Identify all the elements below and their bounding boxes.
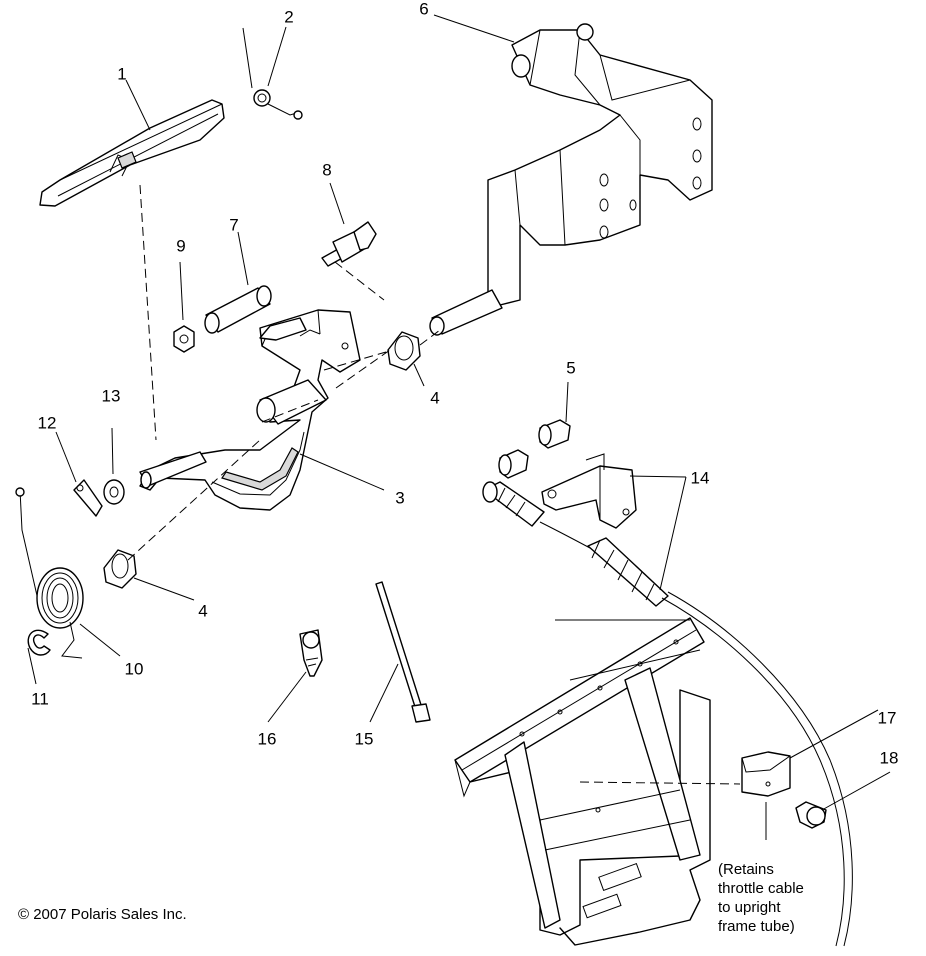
part-17-cable-clip <box>741 751 791 797</box>
note-line-4: frame tube) <box>718 918 795 935</box>
part-7-bushing-tube <box>204 285 272 334</box>
callout-11: 11 <box>31 689 49 709</box>
part-15-cable-tie <box>375 581 431 723</box>
note-line-3: to upright <box>718 899 781 916</box>
callout-12: 12 <box>37 413 57 433</box>
part-5-plunger <box>498 419 571 479</box>
part-8-bolt <box>321 221 377 267</box>
callout-4-lower: 4 <box>198 601 208 621</box>
callout-4-upper: 4 <box>430 388 440 408</box>
note-line-1: (Retains <box>718 861 774 878</box>
callout-6: 6 <box>419 0 429 19</box>
part-4-bushing-upper <box>387 331 421 371</box>
upright-frame <box>454 617 711 946</box>
callout-8: 8 <box>322 160 332 180</box>
callout-18: 18 <box>879 748 899 768</box>
part-1-foot-pad <box>39 99 225 207</box>
assembly-lines <box>127 184 741 785</box>
part-4-bushing-lower <box>103 549 137 589</box>
part-18-screw <box>795 801 827 829</box>
callout-3: 3 <box>395 488 405 508</box>
copyright-notice: © 2007 Polaris Sales Inc. <box>18 906 187 923</box>
part-14-throttle-cable <box>482 481 853 947</box>
part-12-clip <box>73 479 103 517</box>
callout-5: 5 <box>566 358 576 378</box>
part-14-cable-bracket <box>541 453 637 529</box>
part-11-e-clip <box>27 629 51 656</box>
throttle-cable-note: (Retains throttle cable to upright frame… <box>718 860 804 936</box>
callout-7: 7 <box>229 215 239 235</box>
callout-10: 10 <box>124 659 144 679</box>
part-16-plug <box>299 629 323 677</box>
part-9-nut <box>173 325 195 353</box>
callout-15: 15 <box>354 729 374 749</box>
part-2-small-spring <box>242 27 303 120</box>
callout-16: 16 <box>257 729 277 749</box>
leader-lines <box>27 14 891 840</box>
callout-17: 17 <box>877 708 897 728</box>
part-6-mounting-bracket <box>429 23 713 336</box>
part-3-pedal-arm <box>139 309 361 511</box>
callout-2: 2 <box>284 7 294 27</box>
part-10-return-spring <box>15 487 84 659</box>
note-line-2: throttle cable <box>718 880 804 897</box>
callout-1: 1 <box>117 64 127 84</box>
callout-14: 14 <box>690 468 710 488</box>
callout-13: 13 <box>101 386 121 406</box>
part-13-washer <box>103 479 125 505</box>
callout-9: 9 <box>176 236 186 256</box>
